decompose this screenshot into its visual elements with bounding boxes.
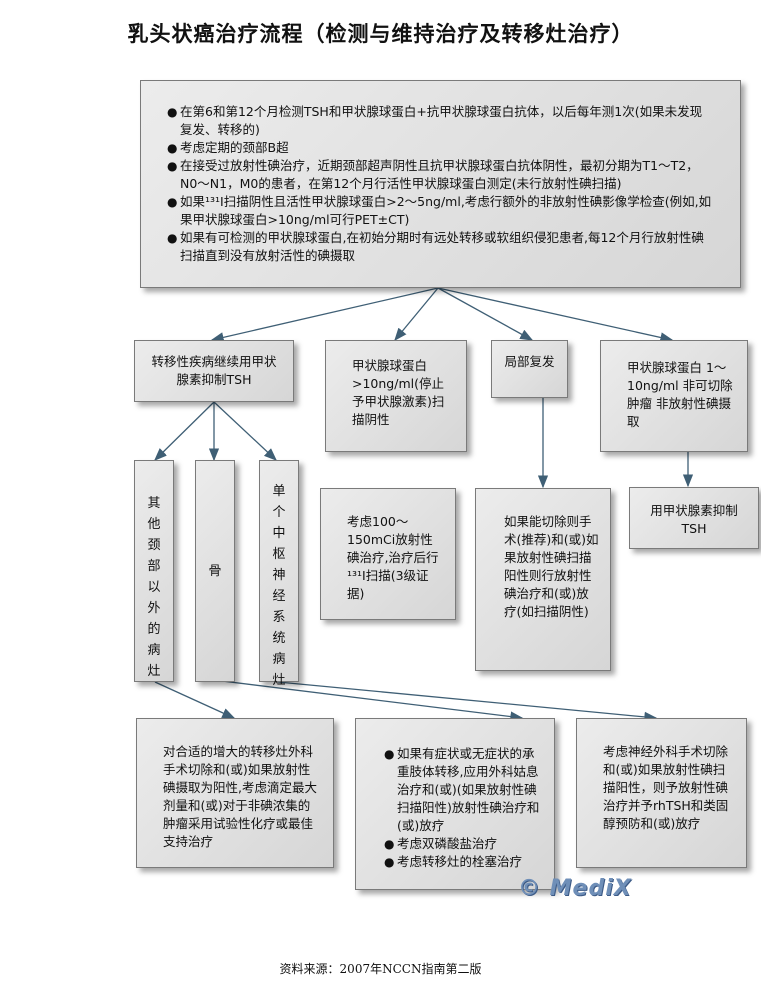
vertical-char: 的 bbox=[147, 622, 161, 637]
vertical-char: 枢 bbox=[272, 547, 286, 562]
vertical-char: 骨 bbox=[208, 564, 222, 579]
non-neck-lesion-box: 其他颈部以外的病灶 bbox=[134, 460, 174, 682]
monitoring-item: ●如果¹³¹Ⅰ扫描阴性且活性甲状腺球蛋白>2～5ng/ml,考虑行额外的非放射性… bbox=[167, 194, 712, 227]
vertical-char: 病 bbox=[147, 643, 161, 658]
arrow-bone-to-tx bbox=[213, 679, 524, 722]
metastatic-box: 转移性疾病继续用甲状腺素抑制TSH bbox=[134, 340, 294, 402]
surgery-box: 如果能切除则手术(推荐)和(或)如果放射性碘扫描阳性则行放射性碘治疗和(或)放疗… bbox=[475, 488, 611, 671]
rai-therapy-box: 考虑100～150mCi放射性碘治疗,治疗后行¹³¹Ⅰ扫描(3级证据) bbox=[320, 488, 456, 620]
vertical-char: 病 bbox=[272, 652, 286, 667]
vertical-char: 经 bbox=[272, 589, 286, 604]
monitoring-item: ●在第6和第12个月检测TSH和甲状腺球蛋白+抗甲状腺球蛋白抗体，以后每年测1次… bbox=[167, 104, 703, 137]
vertical-char: 个 bbox=[272, 505, 286, 520]
vertical-char: 单 bbox=[272, 484, 286, 499]
thyroxine-box: 用甲状腺素抑制TSH bbox=[629, 487, 759, 549]
vertical-char: 颈 bbox=[147, 538, 161, 553]
bone-treatment-box: ●如果有症状或无症状的承重肢体转移,应用外科姑息治疗和(或)(如果放射性碘扫描阳… bbox=[355, 718, 555, 890]
arrow-non-neck-to-tx bbox=[154, 681, 236, 719]
arrow-metastatic-to-non-neck bbox=[154, 401, 215, 461]
source-note: 资料来源：2007年NCCN指南第二版 bbox=[279, 962, 482, 976]
cns-lesion-label: 单个中枢神经系统病灶 bbox=[260, 461, 298, 691]
vertical-char: 中 bbox=[272, 526, 286, 541]
tg-high-box: 甲状腺球蛋白>10ng/ml(停止予甲状腺激素)扫描阴性 bbox=[325, 340, 467, 452]
arrow-cns-to-tx bbox=[277, 681, 658, 723]
local-recurrence-box: 局部复发 bbox=[491, 340, 568, 398]
vertical-char: 部 bbox=[147, 559, 161, 574]
non-neck-lesion-label: 其他颈部以外的病灶 bbox=[135, 461, 173, 682]
arrow-top-to-local bbox=[437, 287, 534, 341]
arrow-top-to-tg-low bbox=[437, 287, 674, 343]
cns-lesion-box: 单个中枢神经系统病灶 bbox=[259, 460, 299, 688]
vertical-char: 系 bbox=[272, 610, 286, 625]
monitoring-box: ●在第6和第12个月检测TSH和甲状腺球蛋白+抗甲状腺球蛋白抗体，以后每年测1次… bbox=[140, 80, 741, 288]
arrow-metastatic-to-cns bbox=[213, 401, 277, 461]
non-neck-treatment-box: 对合适的增大的转移灶外科手术切除和(或)如果放射性碘摄取为阳性,考虑滴定最大剂量… bbox=[136, 718, 334, 868]
vertical-char: 灶 bbox=[272, 673, 286, 688]
bone-treatment-item: ●考虑转移灶的栓塞治疗 bbox=[384, 854, 523, 869]
bone-treatment-item: ●如果有症状或无症状的承重肢体转移,应用外科姑息治疗和(或)(如果放射性碘扫描阳… bbox=[384, 746, 540, 833]
cns-treatment-box: 考虑神经外科手术切除和(或)如果放射性碘扫描阳性，则予放射性碘治疗并予rhTSH… bbox=[576, 718, 747, 868]
vertical-char: 外 bbox=[147, 601, 161, 616]
arrow-top-to-tg-high bbox=[394, 287, 439, 342]
vertical-char: 灶 bbox=[147, 664, 161, 679]
vertical-char: 其 bbox=[147, 496, 161, 511]
tg-low-box: 甲状腺球蛋白 1～10ng/ml 非可切除肿瘤 非放射性碘摄取 bbox=[600, 340, 748, 452]
medix-watermark: © MediX bbox=[518, 876, 632, 901]
monitoring-item: ●如果有可检测的甲状腺球蛋白,在初始分期时有远处转移或软组织侵犯患者,每12个月… bbox=[167, 230, 704, 263]
vertical-char: 神 bbox=[272, 568, 286, 583]
bone-label: 骨 bbox=[196, 461, 234, 582]
page-title: 乳头状癌治疗流程（检测与维持治疗及转移灶治疗） bbox=[127, 22, 634, 46]
monitoring-item: ●考虑定期的颈部B超 bbox=[167, 140, 289, 155]
monitoring-item: ●在接受过放射性碘治疗，近期颈部超声阴性且抗甲状腺球蛋白抗体阴性，最初分期为T1… bbox=[167, 158, 699, 191]
bone-treatment-item: ●考虑双磷酸盐治疗 bbox=[384, 836, 498, 851]
vertical-char: 他 bbox=[147, 517, 161, 532]
vertical-char: 统 bbox=[272, 631, 286, 646]
vertical-char: 以 bbox=[147, 580, 161, 595]
bone-box: 骨 bbox=[195, 460, 235, 682]
arrow-top-to-metastatic bbox=[210, 287, 439, 343]
